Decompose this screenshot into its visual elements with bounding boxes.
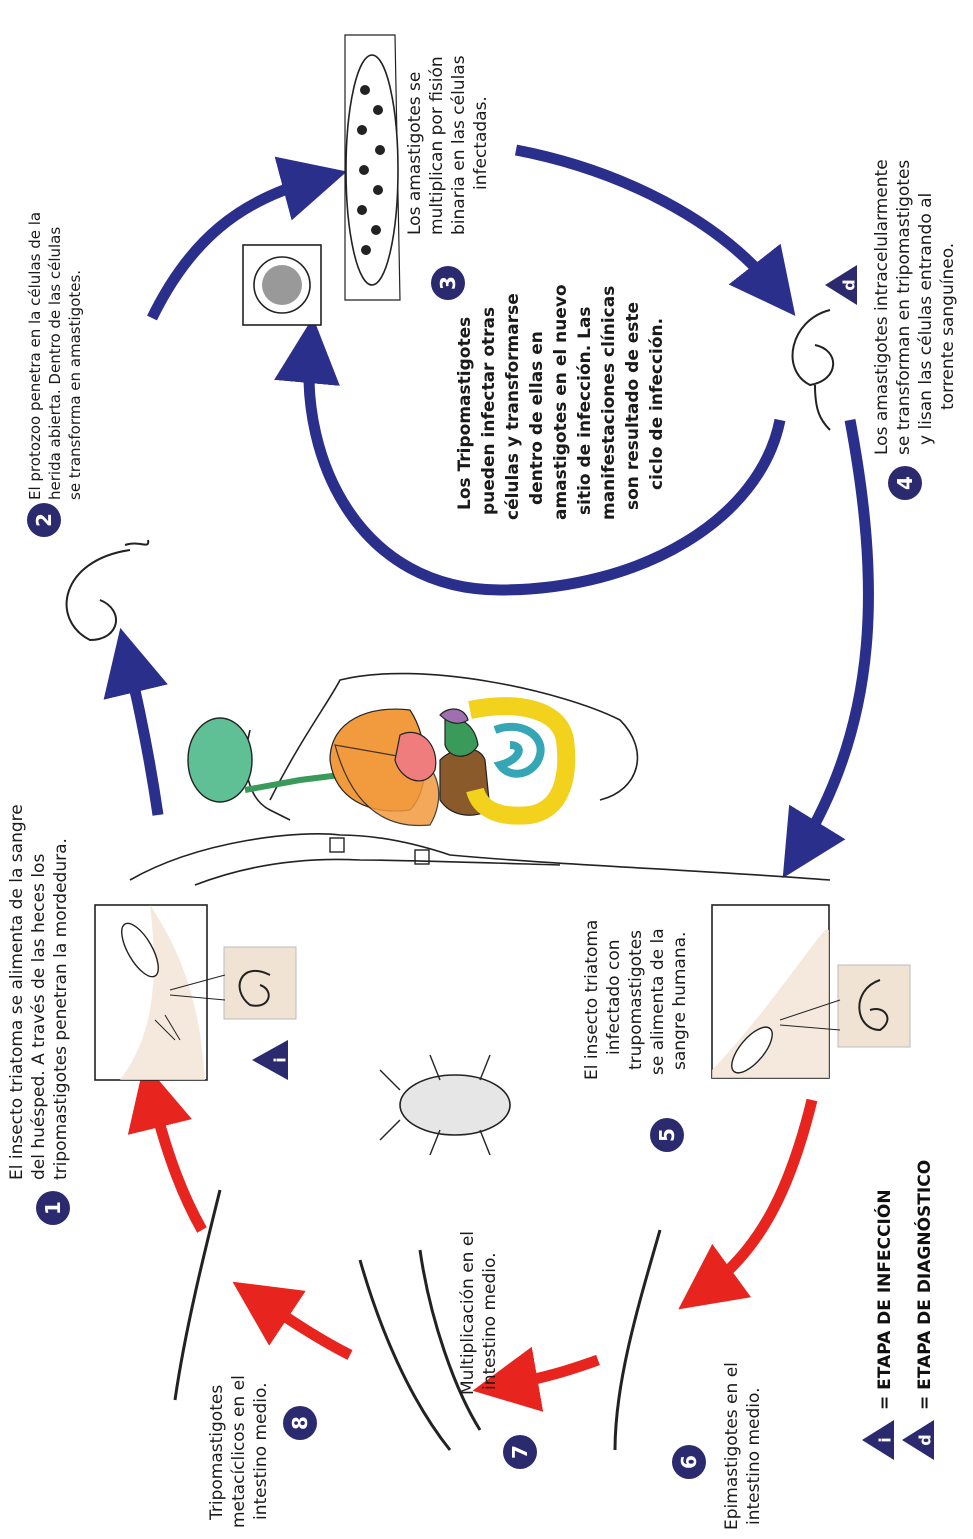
step-badge-7: 7 <box>503 1435 537 1469</box>
svg-text:3: 3 <box>436 276 460 290</box>
step-badge-6: 6 <box>672 1445 706 1479</box>
svg-text:5: 5 <box>655 1128 679 1142</box>
arrow-step-4-to-5 <box>800 420 868 850</box>
step-6-text: Epimastigotes en el intestino medio. <box>722 1362 764 1530</box>
svg-text:Tripomastigotes: Tripomastigotes <box>207 1385 227 1521</box>
arrow-to-step-2 <box>128 660 158 815</box>
step-3-text: Los amastigotes se multiplican por fisió… <box>405 55 491 235</box>
svg-text:torrente sanguíneo.: torrente sanguíneo. <box>938 243 958 410</box>
svg-text:binaria en las células: binaria en las células <box>449 55 469 235</box>
svg-text:intestino medio.: intestino medio. <box>744 1388 764 1526</box>
step-badge-3: 3 <box>431 266 465 300</box>
reinfection-note: Los Tripomastigotes pueden infectar otra… <box>455 284 667 520</box>
svg-text:1: 1 <box>41 1201 65 1215</box>
svg-text:ciclo de infección.: ciclo de infección. <box>647 318 667 490</box>
svg-text:se alimenta de la: se alimenta de la <box>648 928 668 1075</box>
svg-text:7: 7 <box>508 1445 532 1459</box>
svg-text:8: 8 <box>288 1416 312 1430</box>
arrow-step-8-to-1 <box>152 1095 202 1230</box>
legend-infection-label: = ETAPA DE INFECCIÓN <box>873 1189 895 1410</box>
svg-text:células y transformarse: células y transformarse <box>503 293 523 520</box>
svg-text:Los Tripomastigotes: Los Tripomastigotes <box>455 317 475 510</box>
trypomastigote-step-4-icon <box>793 310 834 430</box>
svg-text:d: d <box>916 1434 935 1445</box>
svg-text:infectadas.: infectadas. <box>471 96 491 190</box>
arrow-step-7-to-8 <box>260 1300 350 1355</box>
svg-text:El protozoo penetra en la célu: El protozoo penetra en la células de la <box>26 212 44 500</box>
brain-organ <box>188 718 252 802</box>
step-badge-4: 4 <box>888 466 922 500</box>
svg-text:son resultado de este: son resultado de este <box>623 302 643 510</box>
step-1-text: El insecto triatoma se alimenta de la sa… <box>7 804 71 1180</box>
body-outline-arm <box>195 859 560 885</box>
svg-text:tripomastigotes penetran la mo: tripomastigotes penetran la mordedura. <box>51 838 71 1180</box>
epimastigote-step-6-icon <box>615 1230 660 1450</box>
svg-text:se transforman en tripomastigo: se transforman en tripomastigotes <box>894 160 914 455</box>
step-badge-2: 2 <box>27 503 61 537</box>
svg-text:dentro de ellas en: dentro de ellas en <box>527 331 547 505</box>
svg-text:pueden infectar otras: pueden infectar otras <box>479 307 499 515</box>
step-5-bite-panel <box>712 905 910 1079</box>
legend-diagnostic-label: = ETAPA DE DIAGNÓSTICO <box>913 1160 935 1410</box>
infection-marker-letter: i <box>271 1057 290 1062</box>
svg-text:herida abierta. Dentro de las: herida abierta. Dentro de las células <box>46 227 64 500</box>
svg-text:i: i <box>876 1437 895 1442</box>
svg-text:sangre humana.: sangre humana. <box>670 932 690 1070</box>
svg-text:multiplican por fisión: multiplican por fisión <box>427 56 447 235</box>
stomach-organ <box>445 719 478 757</box>
svg-text:2: 2 <box>32 513 56 527</box>
svg-text:infectado con: infectado con <box>604 940 624 1056</box>
svg-text:se transforma en amastigotes.: se transforma en amastigotes. <box>66 270 84 500</box>
svg-text:metacíclicos en el: metacíclicos en el <box>229 1375 249 1528</box>
svg-text:El insecto triatoma se aliment: El insecto triatoma se alimenta de la sa… <box>7 804 27 1180</box>
human-body-figure <box>130 674 830 885</box>
svg-text:El insecto triatoma: El insecto triatoma <box>582 920 602 1080</box>
arrow-step-5-to-6 <box>705 1100 812 1290</box>
svg-text:Los amastigotes se: Los amastigotes se <box>405 72 425 235</box>
triatoma-bug-center-icon <box>380 1055 510 1155</box>
svg-text:intestino medio.: intestino medio. <box>251 1383 271 1521</box>
infection-stage-marker: i <box>252 1040 290 1080</box>
svg-text:amastigotes en el nuevo: amastigotes en el nuevo <box>551 284 571 520</box>
svg-text:4: 4 <box>893 476 917 490</box>
infected-cell-icon <box>346 55 398 285</box>
svg-text:Los amastigotes intracelularme: Los amastigotes intracelularmente <box>872 159 892 455</box>
arrow-step-3-to-4 <box>516 150 775 290</box>
step-2-text: El protozoo penetra en la células de la … <box>26 212 84 500</box>
diagnostic-stage-marker: d <box>825 265 859 305</box>
legend: i d = ETAPA DE INFECCIÓN = ETAPA DE DIAG… <box>862 1160 935 1460</box>
svg-text:Epimastigotes en el: Epimastigotes en el <box>722 1362 742 1530</box>
svg-text:del huésped. A través de las h: del huésped. A través de las heces los <box>29 854 49 1180</box>
svg-text:6: 6 <box>677 1455 701 1469</box>
svg-text:y lisan las células entrando a: y lisan las células entrando al <box>916 193 936 445</box>
diagnostic-marker-letter: d <box>840 279 859 290</box>
step-3-infected-tissue <box>243 35 400 325</box>
svg-text:Multiplicación en el: Multiplicación en el <box>458 1231 478 1395</box>
step-badge-8: 8 <box>283 1406 317 1440</box>
step-8-text: Tripomastigotes metacíclicos en el intes… <box>207 1375 271 1528</box>
step-badge-5: 5 <box>650 1118 684 1152</box>
svg-text:trupomastigotes: trupomastigotes <box>626 930 646 1070</box>
step-5-text: El insecto triatoma infectado con trupom… <box>582 920 690 1080</box>
spleen-organ <box>440 709 468 723</box>
trypomastigote-step-2-icon <box>67 540 149 640</box>
step-4-text: Los amastigotes intracelularmente se tra… <box>872 159 958 455</box>
svg-text:manifestaciones clínicas: manifestaciones clínicas <box>599 286 619 520</box>
step-7-text: Multiplicación en el intestino medio. <box>458 1231 500 1395</box>
svg-text:intestino medio.: intestino medio. <box>480 1253 500 1391</box>
svg-text:sitio de infección. Las: sitio de infección. Las <box>575 306 595 515</box>
bite-site-marker-1 <box>330 838 344 852</box>
body-outline <box>130 834 830 880</box>
small-intestine-organ <box>495 727 541 774</box>
step-badge-1: 1 <box>36 1191 70 1225</box>
arrow-step-6-to-7 <box>505 1360 598 1385</box>
